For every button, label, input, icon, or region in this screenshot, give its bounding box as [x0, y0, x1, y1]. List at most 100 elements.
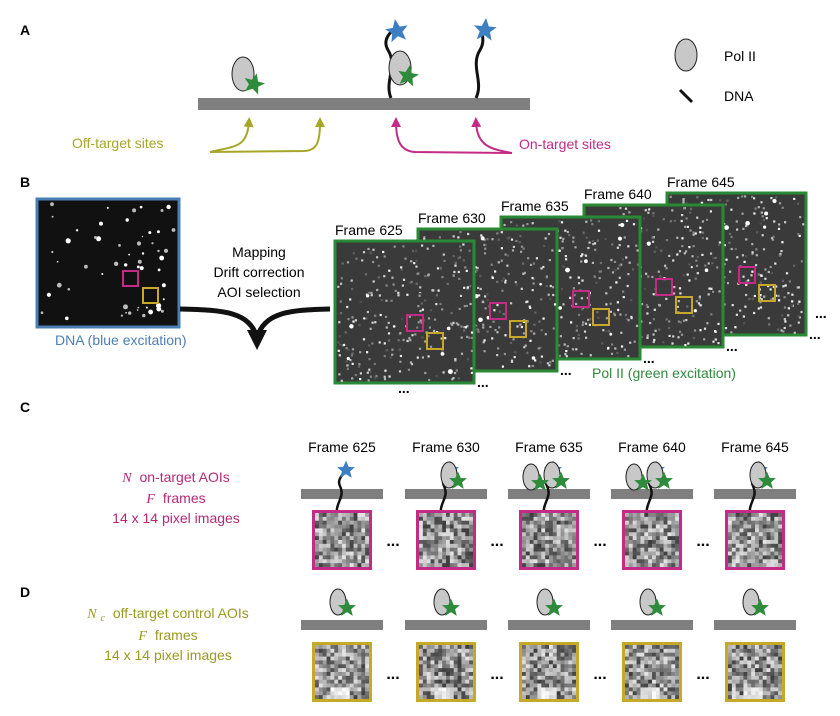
pixel — [549, 524, 554, 529]
noise-pixel — [575, 329, 578, 332]
noise-pixel — [379, 313, 382, 317]
pixel — [743, 675, 748, 681]
noise-pixel — [701, 253, 704, 256]
pixel — [334, 536, 339, 541]
pixel — [545, 551, 550, 556]
pixel — [365, 668, 370, 673]
noise-pixel — [346, 305, 349, 309]
noise-pixel — [479, 275, 482, 278]
pixel — [541, 672, 546, 677]
pixel — [778, 691, 783, 696]
noise-pixel — [496, 280, 499, 283]
off-target-arrow — [209, 117, 254, 153]
noise-pixel — [735, 220, 738, 223]
pixel — [461, 695, 466, 700]
pixel — [739, 513, 744, 518]
pixel — [728, 551, 733, 556]
pixel — [349, 679, 354, 684]
pixel — [751, 520, 756, 525]
noise-pixel — [547, 232, 551, 236]
pixel — [338, 547, 343, 552]
pixel — [326, 645, 331, 650]
pixel — [549, 520, 554, 525]
pixel — [449, 648, 455, 654]
pixel — [353, 536, 358, 541]
pixel — [778, 551, 783, 556]
pixel — [541, 536, 546, 541]
pixel — [469, 563, 474, 568]
pixel — [365, 540, 370, 545]
noise-pixel — [411, 334, 414, 337]
pixel — [334, 660, 339, 665]
pixel — [644, 664, 649, 669]
pixel — [442, 563, 447, 568]
noise-pixel — [489, 325, 492, 328]
pixel — [659, 664, 664, 669]
pixel — [426, 695, 431, 700]
pixel — [778, 652, 783, 657]
pixel — [342, 536, 347, 541]
pixel — [349, 695, 354, 700]
noise-pixel — [484, 244, 487, 247]
pixel — [357, 645, 362, 650]
pixel — [349, 687, 354, 692]
noise-pixel — [762, 248, 766, 251]
c-line1: N on-target AOIs — [121, 469, 230, 486]
noise-pixel — [582, 321, 585, 324]
pixel — [659, 540, 664, 545]
noise-pixel — [416, 356, 419, 359]
aoi-image-border — [416, 642, 476, 702]
pixel — [751, 551, 756, 556]
noise-pixel — [596, 239, 599, 242]
green-star-icon — [449, 471, 467, 489]
pixel — [422, 543, 428, 549]
pixel — [419, 687, 424, 692]
pixel — [461, 520, 466, 525]
pixel — [632, 679, 637, 684]
pixel — [739, 656, 744, 661]
pixel — [728, 528, 733, 533]
noise-pixel — [585, 336, 588, 339]
pixel — [743, 528, 748, 533]
pixel — [453, 536, 458, 541]
noise-pixel — [787, 307, 790, 310]
noise-pixel — [701, 231, 705, 234]
pixel — [522, 559, 527, 564]
pixel — [770, 543, 775, 549]
noise-pixel — [760, 274, 763, 277]
pixel — [556, 672, 561, 677]
pixel — [334, 695, 339, 700]
noise-pixel — [367, 247, 370, 251]
pixel — [525, 652, 531, 657]
noise-pixel — [421, 244, 424, 247]
pixel — [438, 652, 443, 657]
pixel — [632, 683, 637, 688]
dna-image — [35, 197, 181, 329]
pixel — [457, 547, 462, 552]
pixel — [461, 536, 466, 541]
noise-pixel — [427, 355, 430, 358]
pixel — [434, 528, 439, 533]
pixel — [449, 660, 455, 665]
pixel — [419, 563, 424, 568]
fluorescent-spot — [137, 259, 142, 264]
noise-pixel — [696, 196, 699, 199]
pixel — [529, 559, 534, 564]
noise-pixel — [726, 282, 730, 285]
pixel — [663, 516, 668, 522]
pixel — [545, 645, 550, 650]
noise-pixel — [539, 346, 542, 349]
pixel — [560, 668, 565, 673]
pixel — [326, 528, 331, 533]
noise-pixel — [450, 311, 453, 315]
pixel — [572, 687, 577, 692]
pixel — [461, 668, 466, 673]
noise-pixel — [622, 296, 625, 299]
pixel — [330, 532, 335, 537]
on-target-aoi-box — [738, 266, 756, 284]
pixel — [568, 683, 573, 688]
noise-pixel — [502, 277, 505, 280]
pixel — [525, 536, 531, 541]
pixel — [556, 652, 561, 657]
bright-spot — [620, 222, 625, 228]
